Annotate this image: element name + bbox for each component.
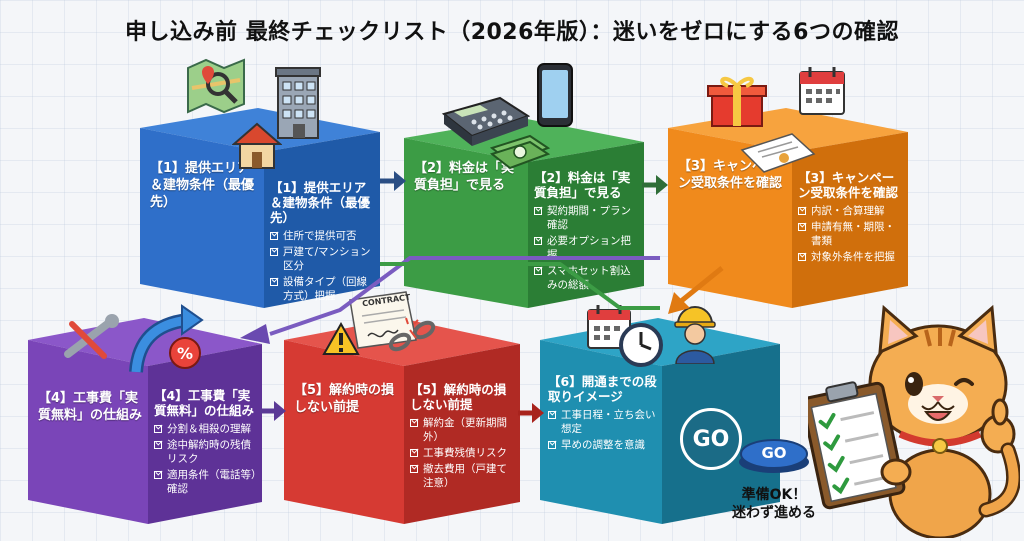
chain-icon xyxy=(388,317,436,352)
step-3-item-3: 対象外条件を把握 xyxy=(798,250,904,264)
ready-text-line-1: 準備OK！ xyxy=(741,487,807,503)
step-6-side-panel: 【6】開通までの段取りイメージ 工事日程・立ち会い想定 早めの調整を意識 xyxy=(548,374,658,454)
page-title: 申し込み前 最終チェックリスト（2026年版）：迷いをゼロにする6つの確認 xyxy=(125,20,899,45)
arrow-connector-path xyxy=(240,256,660,344)
step-2-item-2: 必要オプション把握 xyxy=(534,234,640,262)
worker-icon xyxy=(674,306,716,364)
percent-icon: % xyxy=(169,337,201,369)
step-4-side-panel: 【4】工事費「実質無料」の仕組み 分割＆相殺の理解 途中解約時の残債リスク 適用… xyxy=(154,388,258,498)
arrow-icon xyxy=(129,304,204,373)
step-1-side-panel: 【1】提供エリア＆建物条件（最優先） 住所で提供可否 戸建て/マンション区分 設… xyxy=(270,180,376,305)
ready-text: 準備OK！ 迷わず進める xyxy=(724,486,824,522)
step-4-item-3: 適用条件（電話等）確認 xyxy=(154,468,258,496)
arrow-4-to-5 xyxy=(260,401,286,421)
step-3-cube: 【3】キャンペーン受取条件を確認 【3】キャンペーン受取条件を確認 内訳・合算理… xyxy=(668,108,908,308)
step-5-side-panel: 【5】解約時の損しない前提 解約金（更新期間外） 工事費残債リスク 撤去費用（戸… xyxy=(410,382,516,492)
step-5-heading: 【5】解約時の損しない前提 xyxy=(410,382,507,412)
step-3-front-label: 【3】キャンペーン受取条件を確認 xyxy=(678,159,783,191)
step-2-heading: 【2】料金は「実質負担」で見る xyxy=(534,170,631,200)
calculator-icon xyxy=(441,96,530,146)
step-5-item-2: 工事費残債リスク xyxy=(410,446,516,460)
house-icon xyxy=(232,122,282,169)
step-1-heading: 【1】提供エリア＆建物条件（最優先） xyxy=(270,180,371,225)
gift-icon xyxy=(707,76,767,127)
money-icon xyxy=(490,134,550,170)
clock-icon xyxy=(619,323,663,367)
building-icon xyxy=(275,67,321,139)
go-button[interactable]: GO xyxy=(737,436,811,474)
step-1-cube: 【1】提供エリア＆建物条件（最優先） 【1】提供エリア＆建物条件（最優先） 住所… xyxy=(140,108,380,308)
step-6-cube: 【6】開通までの段取りイメージ 工事日程・立ち会い想定 早めの調整を意識 GO xyxy=(540,318,780,524)
step-3-heading: 【3】キャンペーン受取条件を確認 xyxy=(798,170,899,200)
step-1-item-3: 設備タイプ（回線方式）把握 xyxy=(270,275,376,303)
arrow-1-to-2 xyxy=(380,171,406,191)
step-4-cube: 【4】工事費「実質無料」の仕組み 【4】工事費「実質無料」の仕組み 分割＆相殺の… xyxy=(28,318,262,524)
step-5-item-3: 撤去費用（戸建て注意） xyxy=(410,462,516,490)
step-5-front-label: 【5】解約時の損しない前提 xyxy=(294,383,395,415)
step-4-item-2: 途中解約時の残債リスク xyxy=(154,438,258,466)
svg-text:%: % xyxy=(177,344,193,363)
step-4-front-label: 【4】工事費「実質無料」の仕組み xyxy=(38,391,143,423)
cat-mascot-illustration xyxy=(808,304,1020,538)
arrow-5-to-6 xyxy=(518,403,544,423)
step-4-item-1: 分割＆相殺の理解 xyxy=(154,422,258,436)
step-2-front-label: 【2】料金は「実質負担」で見る xyxy=(414,161,515,193)
step-1-item-1: 住所で提供可否 xyxy=(270,229,376,243)
step-1-item-2: 戸建て/マンション区分 xyxy=(270,245,376,273)
warning-icon xyxy=(322,322,360,355)
ready-text-line-2: 迷わず進める xyxy=(732,505,816,521)
step-3-item-2: 申請有無・期限・書類 xyxy=(798,220,904,248)
wrench-icon xyxy=(64,314,119,359)
go-sign-label: GO xyxy=(692,426,730,452)
arrow-3-to-6 xyxy=(668,266,724,314)
step-3-item-1: 内訳・合算理解 xyxy=(798,204,904,218)
step-1-front-label: 【1】提供エリア＆建物条件（最優先） xyxy=(150,161,255,210)
step-6-item-2: 早めの調整を意識 xyxy=(548,438,658,452)
step-2-side-panel: 【2】料金は「実質負担」で見る 契約期間・プラン確認 必要オプション把握 スマホ… xyxy=(534,170,640,294)
calendar-icon xyxy=(799,67,845,115)
go-sign: GO xyxy=(680,408,742,470)
go-button-label: GO xyxy=(761,444,787,462)
step-3-side-panel: 【3】キャンペーン受取条件を確認 内訳・合算理解 申請有無・期限・書類 対象外条… xyxy=(798,170,904,266)
arrow-2-to-3 xyxy=(642,175,668,195)
map-icon xyxy=(187,58,245,114)
smartphone-icon xyxy=(537,63,573,127)
document-icon xyxy=(740,133,816,173)
step-6-item-1: 工事日程・立ち会い想定 xyxy=(548,408,658,436)
step-4-heading: 【4】工事費「実質無料」の仕組み xyxy=(154,388,255,418)
step-6-heading: 【6】開通までの段取りイメージ xyxy=(548,374,657,404)
step-2-item-1: 契約期間・プラン確認 xyxy=(534,204,640,232)
step-5-item-1: 解約金（更新期間外） xyxy=(410,416,516,444)
